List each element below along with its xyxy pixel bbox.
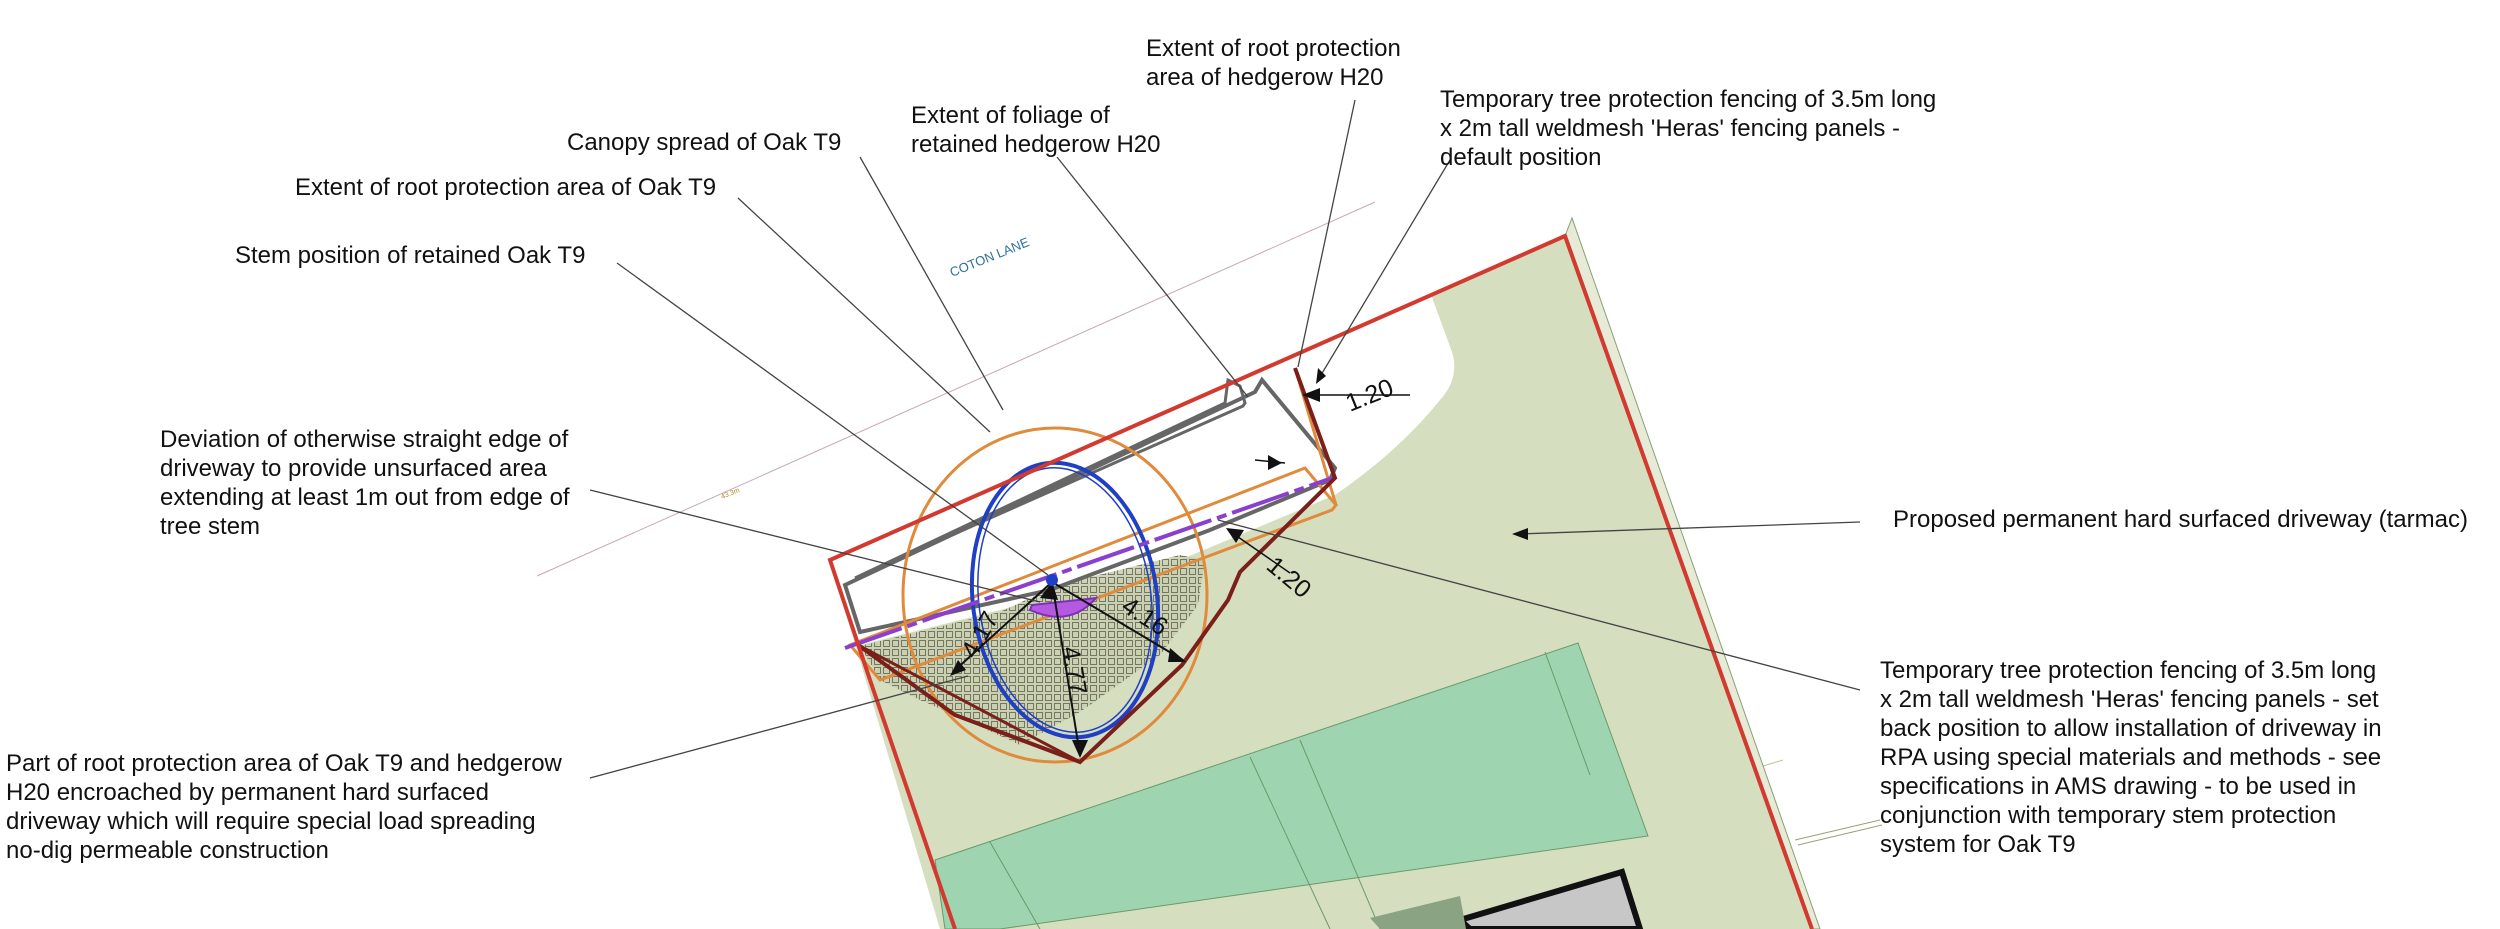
label-canopy-t9: Canopy spread of Oak T9 <box>567 129 841 156</box>
driveway-arrow <box>1512 528 1528 540</box>
fence-arrow <box>1316 368 1326 384</box>
rpa-encroachment-hatch <box>860 555 1205 745</box>
road-line <box>536 201 1376 577</box>
label-rpa-h20: Extent of root protection area of hedger… <box>1146 35 1407 91</box>
radial-arrow <box>950 660 966 676</box>
street-label: COTON LANE <box>948 234 1032 280</box>
rpa-oak-t9 <box>901 426 1209 764</box>
plot-divider <box>989 841 1041 929</box>
radial-arrow <box>1168 648 1186 662</box>
plot-divider <box>1249 756 1331 929</box>
road-line <box>1797 824 1883 846</box>
radial-arrow <box>1040 582 1058 600</box>
building-annex <box>1370 896 1466 929</box>
rpa-hedgerow <box>847 466 1338 682</box>
label-fencing-setback: Temporary tree protection fencing of 3.5… <box>1880 657 2388 858</box>
stem-oak-t9 <box>1046 574 1058 586</box>
plot-divider <box>1299 739 1381 929</box>
leader-lines <box>589 99 1861 779</box>
label-stem-t9: Stem position of retained Oak T9 <box>235 242 585 269</box>
garden-plot <box>934 642 1649 929</box>
label-encroached: Part of root protection area of Oak T9 a… <box>6 750 569 864</box>
radial-line <box>1051 581 1184 661</box>
driveway-edge <box>844 475 1336 650</box>
plot-divider <box>1544 651 1591 776</box>
road-line <box>1794 819 1881 841</box>
dim-arrow <box>1268 455 1282 470</box>
deviation-area <box>1028 596 1099 618</box>
label-rpa-t9: Extent of root protection area of Oak T9 <box>295 174 716 201</box>
building <box>1454 868 1644 929</box>
rpa-hedgerow-right <box>1293 367 1338 506</box>
dim-arrow <box>1226 528 1244 543</box>
canopy-oak-t9-inner <box>977 467 1153 733</box>
label-foliage-h20: Extent of foliage of retained hedgerow H… <box>911 102 1161 158</box>
site-boundary <box>827 233 1814 929</box>
label-fencing-default: Temporary tree protection fencing of 3.5… <box>1440 86 1943 171</box>
label-deviation: Deviation of otherwise straight edge of … <box>160 426 576 540</box>
radial-line <box>952 581 1053 673</box>
fence-setback <box>856 367 1338 765</box>
fence-setback-left <box>857 643 1081 764</box>
radial-arrow <box>1072 740 1088 758</box>
site-boundary-left <box>868 679 957 929</box>
label-driveway: Proposed permanent hard surfaced drivewa… <box>1893 506 2468 533</box>
dim-arrow <box>1302 388 1320 402</box>
radial-line <box>1051 581 1081 756</box>
